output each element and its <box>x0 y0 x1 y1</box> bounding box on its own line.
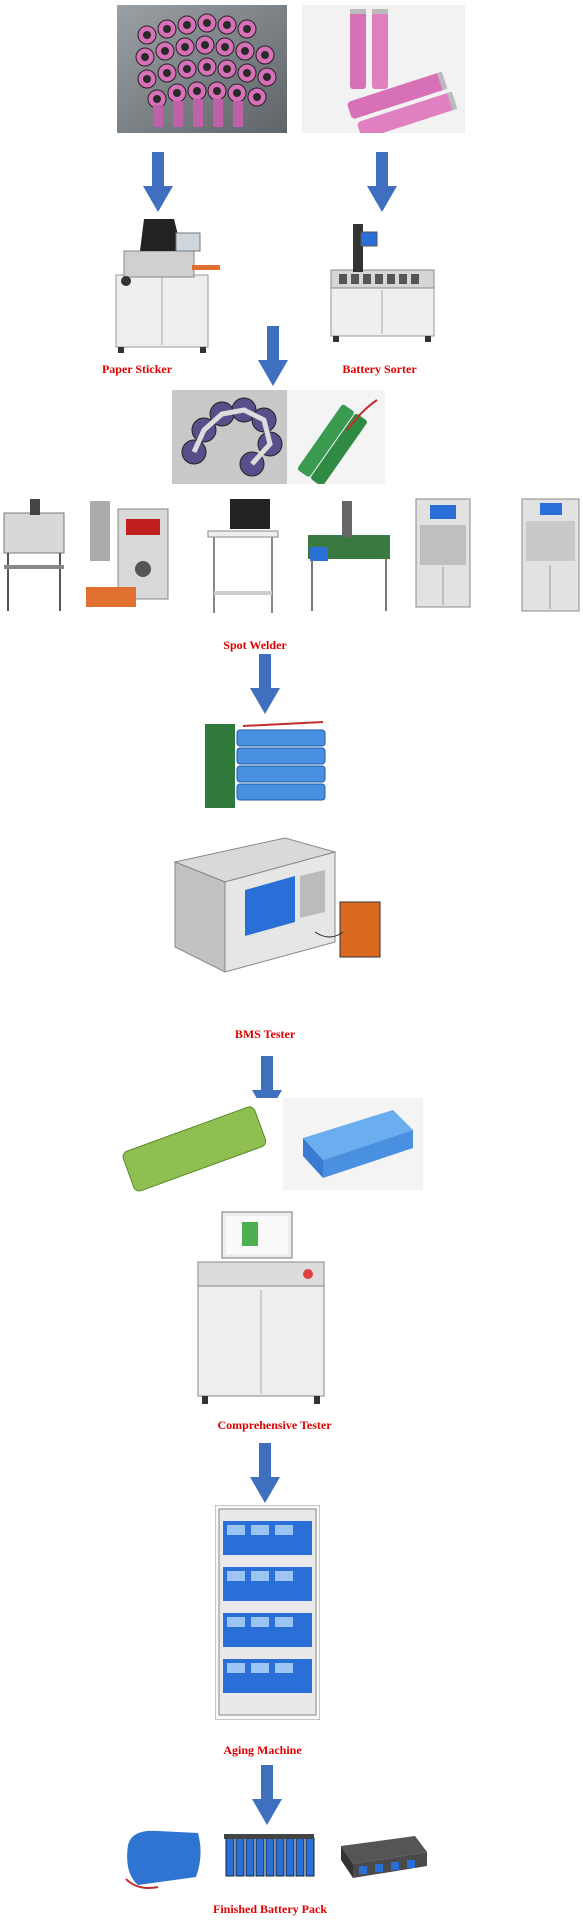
pink-cells-tray-image <box>117 5 287 133</box>
arrow-down-icon <box>252 1765 282 1825</box>
finished-pack-blue-cells-image <box>222 1828 317 1886</box>
battery-sorter-machine-image <box>325 218 440 343</box>
arrow-down-icon <box>250 1443 280 1503</box>
arrow-down-icon <box>258 326 288 386</box>
spot-welder-machine-6-image <box>518 495 583 617</box>
arrow-down-icon <box>367 152 397 212</box>
aging-machine-label: Aging Machine <box>223 1743 302 1757</box>
spot-welder-machine-4-image <box>302 495 394 615</box>
pink-cells-loose-image <box>302 5 465 133</box>
spot-welder-machine-1-image <box>0 495 68 615</box>
green-battery-pack-image <box>112 1098 277 1198</box>
comprehensive-tester-image <box>190 1210 332 1405</box>
aging-machine-image <box>215 1505 320 1720</box>
paper-sticker-machine-image <box>104 215 224 357</box>
spot-welder-machine-5-image <box>412 485 474 615</box>
welded-cell-chain-image <box>172 390 287 484</box>
finished-pack-grey-cells-image <box>335 1832 430 1884</box>
arrow-down-icon <box>250 654 280 714</box>
finished-battery-pack-label: Finished Battery Pack <box>213 1902 327 1916</box>
welded-cell-pair-image <box>287 390 385 484</box>
battery-sorter-label: Battery Sorter <box>342 362 417 376</box>
bms-tester-label: BMS Tester <box>234 1027 296 1041</box>
spot-welder-machine-2-image <box>82 495 177 613</box>
spot-welder-label: Spot Welder <box>223 638 287 652</box>
arrow-down-icon <box>143 152 173 212</box>
spot-welder-machine-3-image <box>200 495 285 617</box>
comprehensive-tester-label: Comprehensive Tester <box>217 1418 332 1432</box>
blue-battery-pack-image <box>283 1098 423 1190</box>
paper-sticker-label: Paper Sticker <box>101 362 173 376</box>
battery-pack-with-bms-image <box>203 718 328 813</box>
finished-pack-blue-wrap-image <box>118 1825 206 1895</box>
bms-tester-image <box>165 832 410 982</box>
